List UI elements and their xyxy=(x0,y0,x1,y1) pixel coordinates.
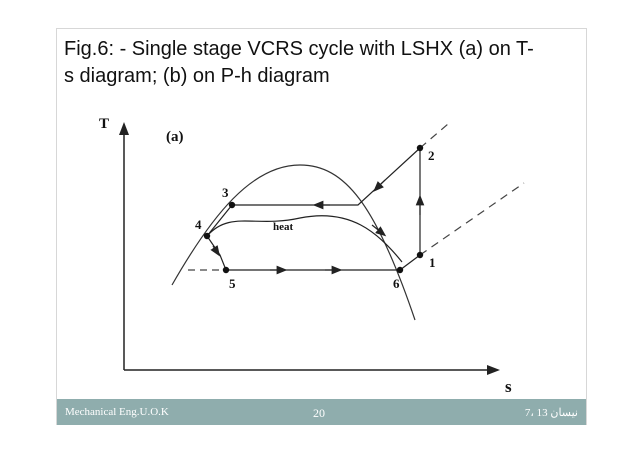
process-2-3 xyxy=(232,147,421,206)
y-axis xyxy=(119,122,129,370)
point-label-6: 6 xyxy=(393,276,400,291)
point-label-3: 3 xyxy=(222,185,229,200)
state-point-4 xyxy=(203,232,211,240)
high-pressure-dashed-line xyxy=(419,123,449,149)
state-point-6 xyxy=(396,266,404,274)
axis-label-t: T xyxy=(99,116,109,132)
arrow-4-5 xyxy=(210,245,220,257)
slide-footer: Mechanical Eng.U.O.K 20 نيسان 13 ،7 xyxy=(57,399,586,425)
point-label-5: 5 xyxy=(229,276,236,291)
page-number: 20 xyxy=(313,406,325,420)
heat-exchange-curve xyxy=(206,215,403,263)
axis-label-s: s xyxy=(505,377,512,396)
x-axis xyxy=(124,365,500,375)
state-point-1 xyxy=(416,251,424,259)
point-label-2: 2 xyxy=(428,148,435,163)
arrow-heat xyxy=(371,224,387,237)
process-4-5 xyxy=(206,235,227,271)
state-point-3 xyxy=(228,201,236,209)
arrow-2-3-diag xyxy=(373,179,386,192)
process-6-1 xyxy=(399,254,421,271)
slide-frame xyxy=(56,28,587,425)
footer-left-text: Mechanical Eng.U.O.K xyxy=(65,406,169,418)
state-point-2 xyxy=(416,144,424,152)
process-3-4 xyxy=(206,204,233,237)
panel-label: (a) xyxy=(166,129,184,145)
state-point-5 xyxy=(222,266,230,274)
saturation-dome xyxy=(171,164,416,321)
low-pressure-dashed-line xyxy=(419,182,525,256)
point-label-1: 1 xyxy=(429,255,436,270)
slide-title: Fig.6: - Single stage VCRS cycle with LS… xyxy=(64,38,534,87)
point-label-4: 4 xyxy=(195,217,202,232)
footer-date: نيسان 13 ،7 xyxy=(524,407,578,419)
heat-label: heat xyxy=(273,221,294,233)
